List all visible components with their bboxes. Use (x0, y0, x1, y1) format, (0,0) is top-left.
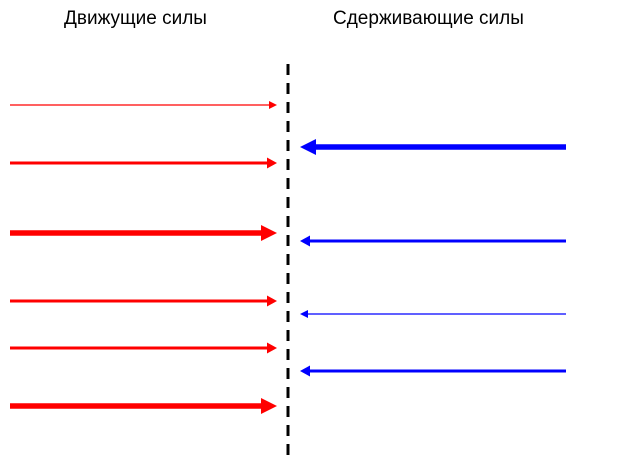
driving-force-arrow (10, 295, 277, 307)
restraining-force-arrow (300, 365, 566, 377)
restraining-force-arrow (300, 310, 566, 318)
driving-force-arrow (10, 225, 277, 241)
restraining-forces-heading: Сдерживающие силы (333, 8, 524, 29)
restraining-forces-group (300, 139, 566, 377)
driving-forces-heading: Движущие силы (64, 8, 207, 29)
driving-force-arrow (10, 101, 277, 109)
driving-force-arrow (10, 398, 277, 414)
restraining-force-arrow (300, 139, 566, 155)
restraining-force-arrow (300, 235, 566, 247)
driving-force-arrow (10, 342, 277, 354)
driving-forces-group (10, 101, 277, 414)
driving-force-arrow (10, 157, 277, 169)
